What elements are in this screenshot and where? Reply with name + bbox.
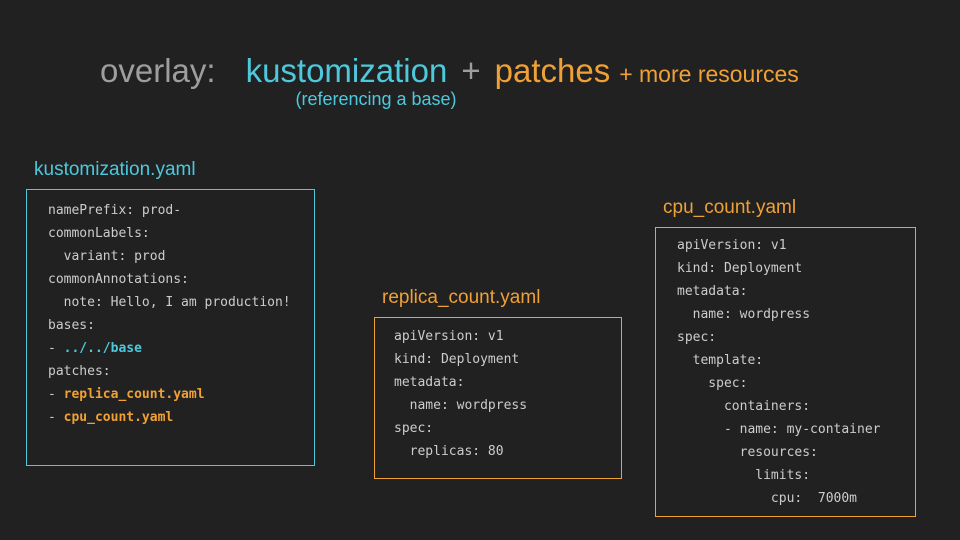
- code-segment: apiVersion: v1: [394, 329, 504, 344]
- code-line: name: wordpress: [677, 303, 915, 326]
- code-segment: apiVersion: v1: [677, 238, 787, 253]
- code-segment: spec:: [677, 330, 717, 345]
- code-line: - replica_count.yaml: [48, 383, 314, 406]
- code-line: namePrefix: prod-: [48, 199, 314, 222]
- code-segment: spec:: [677, 376, 748, 391]
- code-segment: -: [48, 341, 64, 356]
- title-more-resources: + more resources: [619, 61, 799, 87]
- code-segment: limits:: [677, 468, 811, 483]
- cpu-count-yaml-panel: cpu_count.yaml apiVersion: v1 kind: Deplo…: [655, 196, 916, 517]
- code-segment: patches:: [48, 364, 111, 379]
- code-line: apiVersion: v1: [394, 325, 621, 348]
- code-segment: cpu: 7000m: [677, 491, 858, 506]
- code-segment: cpu_count.yaml: [63, 410, 174, 425]
- code-line: apiVersion: v1: [677, 234, 915, 257]
- code-line: spec:: [677, 372, 915, 395]
- code-segment: variant: prod: [48, 249, 166, 264]
- code-line: spec:: [677, 326, 915, 349]
- code-line: name: wordpress: [394, 394, 621, 417]
- code-segment: metadata:: [677, 284, 748, 299]
- kustomization-yaml-label: kustomization.yaml: [34, 159, 196, 180]
- slide-title: overlay: kustomization + patches + more …: [100, 52, 799, 90]
- code-segment: containers:: [677, 399, 811, 414]
- code-segment: - name: my-container: [677, 422, 881, 437]
- code-line: metadata:: [394, 371, 621, 394]
- code-segment: replica_count.yaml: [63, 387, 205, 402]
- title-plus-sign: +: [461, 52, 481, 89]
- code-line: - cpu_count.yaml: [48, 406, 314, 429]
- code-segment: kind: Deployment: [394, 352, 520, 367]
- code-segment: spec:: [394, 421, 434, 436]
- code-line: note: Hello, I am production!: [48, 291, 314, 314]
- replica-count-yaml-label: replica_count.yaml: [382, 287, 541, 308]
- cpu-count-yaml-label: cpu_count.yaml: [663, 197, 797, 218]
- replica-count-yaml-panel: replica_count.yaml apiVersion: v1 kind: D…: [374, 286, 622, 479]
- code-line: template:: [677, 349, 915, 372]
- title-patches-term: patches: [494, 52, 611, 89]
- code-line: - name: my-container: [677, 418, 915, 441]
- code-line: spec:: [394, 417, 621, 440]
- code-segment: commonAnnotations:: [48, 272, 189, 287]
- code-segment: kind: Deployment: [677, 261, 803, 276]
- kustomization-yaml-box: namePrefix: prod-commonLabels: variant: …: [26, 189, 315, 466]
- code-segment: namePrefix: prod-: [48, 203, 182, 218]
- code-line: commonAnnotations:: [48, 268, 314, 291]
- code-line: - ../../base: [48, 337, 314, 360]
- code-segment: resources:: [677, 445, 818, 460]
- code-segment: name: wordpress: [394, 398, 528, 413]
- code-segment: note: Hello, I am production!: [48, 295, 291, 310]
- title-overlay-prefix: overlay:: [100, 52, 216, 89]
- code-segment: replicas: 80: [394, 444, 504, 459]
- code-line: limits:: [677, 464, 915, 487]
- code-segment: bases:: [48, 318, 95, 333]
- code-line: variant: prod: [48, 245, 314, 268]
- code-line: resources:: [677, 441, 915, 464]
- code-segment: template:: [677, 353, 764, 368]
- code-segment: metadata:: [394, 375, 465, 390]
- code-line: patches:: [48, 360, 314, 383]
- code-segment: -: [48, 410, 64, 425]
- code-line: cpu: 7000m: [677, 487, 915, 510]
- code-line: replicas: 80: [394, 440, 621, 463]
- code-segment: name: wordpress: [677, 307, 811, 322]
- code-line: kind: Deployment: [394, 348, 621, 371]
- code-line: metadata:: [677, 280, 915, 303]
- title-subtitle: (referencing a base): [295, 89, 457, 109]
- kustomization-yaml-code: namePrefix: prod-commonLabels: variant: …: [48, 199, 314, 429]
- code-line: bases:: [48, 314, 314, 337]
- title-kustomization-term: kustomization: [245, 52, 448, 89]
- code-line: kind: Deployment: [677, 257, 915, 280]
- code-segment: ../../base: [63, 341, 142, 356]
- code-segment: commonLabels:: [48, 226, 150, 241]
- code-line: commonLabels:: [48, 222, 314, 245]
- code-line: containers:: [677, 395, 915, 418]
- code-segment: -: [48, 387, 64, 402]
- kustomization-yaml-panel: kustomization.yaml namePrefix: prod-comm…: [26, 158, 315, 466]
